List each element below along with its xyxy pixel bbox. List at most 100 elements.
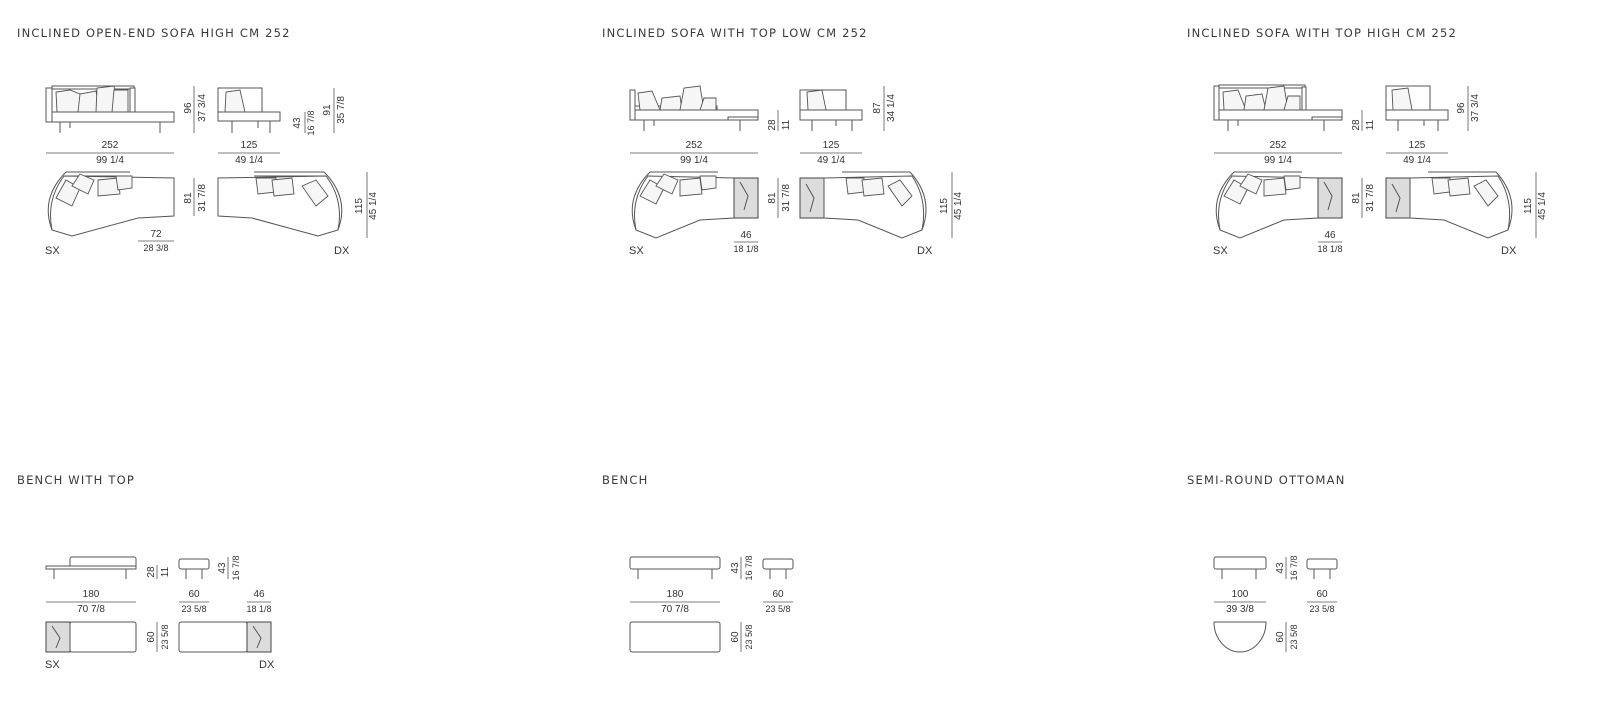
dim-widths: 252 99 1/4 125 49 1/4 (630, 140, 862, 166)
dim-w3i: 18 1/8 (246, 604, 271, 614)
dim-h1i: 11 (781, 119, 792, 130)
dim-w2i: 23 5/8 (181, 604, 206, 614)
sofa-front-view-left (1213, 84, 1343, 131)
sofa-plan-sx: SX (629, 171, 759, 257)
dim-d1i: 31 7/8 (1365, 184, 1376, 212)
dim-h1i: 16 7/8 (1289, 555, 1299, 580)
dim-d3: 115 (354, 198, 365, 214)
dim-d1: 81 (767, 192, 778, 204)
panel-sofa-top-high: 28 11 96 37 3/4 252 99 1/4 125 49 1/4 SX (1213, 84, 1548, 257)
dim-h1: 96 (183, 102, 194, 114)
bench-plan-sx: SX (45, 621, 137, 671)
sofa-plan-sx: SX (1213, 171, 1343, 257)
dim-w2: 125 (1409, 140, 1426, 151)
dim-d3i: 45 1/4 (953, 192, 964, 220)
ottoman-side-view (1306, 558, 1338, 579)
bench-plan-dx: DX (178, 621, 275, 671)
dim-h1: 28 (767, 119, 778, 131)
ottoman-front-view (1213, 556, 1267, 579)
dim-d2: 72 (150, 229, 162, 240)
dim-d1i: 31 7/8 (781, 184, 792, 212)
dim-h1: 28 (146, 566, 157, 578)
dim-h2i: 16 7/8 (231, 555, 241, 580)
bench-front-view (45, 556, 137, 579)
dim-h2: 43 (292, 117, 303, 129)
panel-bench-with-top: 28 11 43 16 7/8 180 70 7/8 60 23 5/8 46 … (45, 555, 275, 671)
dim-d3i: 45 1/4 (368, 192, 379, 220)
dim-d1: 81 (183, 192, 194, 204)
dim-h1: 28 (1351, 119, 1362, 131)
dim-h2i: 34 1/4 (886, 94, 897, 122)
dim-w1i: 70 7/8 (77, 604, 105, 615)
dim-h1: 43 (730, 562, 741, 574)
dim-heights: 43 16 7/8 (730, 555, 754, 580)
sofa-side-view (1385, 85, 1449, 131)
dim-depths: 81 31 7/8 46 18 1/8 115 45 1/4 (733, 172, 964, 254)
dim-w1: 252 (686, 140, 703, 151)
dim-w1: 180 (83, 589, 100, 600)
dim-h3: 91 (322, 104, 333, 116)
dim-h1: 43 (1275, 562, 1286, 574)
dim-d1: 60 (146, 631, 157, 643)
dim-widths: 252 99 1/4 125 49 1/4 (1214, 140, 1448, 166)
bench-front-view (629, 556, 721, 579)
dim-d3: 115 (939, 198, 950, 214)
sofa-side-view (799, 89, 863, 131)
dim-w3: 46 (253, 589, 265, 600)
dim-heights: 28 11 43 16 7/8 (146, 555, 241, 580)
label-sx: SX (45, 245, 60, 257)
dim-w2: 125 (241, 140, 258, 151)
dim-h1i: 16 7/8 (744, 555, 754, 580)
sofa-plan-dx: DX (217, 171, 350, 257)
dim-h2i: 16 7/8 (306, 110, 316, 135)
label-sx: SX (1213, 245, 1228, 257)
bench-side-view (178, 558, 210, 579)
dim-d1i: 23 5/8 (160, 624, 170, 649)
dim-w2: 60 (188, 589, 200, 600)
dim-depths: 81 31 7/8 72 28 3/8 115 45 1/4 (138, 172, 379, 253)
dim-w2: 60 (772, 589, 784, 600)
dim-h2i: 37 3/4 (1470, 94, 1481, 122)
dim-d3i: 45 1/4 (1537, 192, 1548, 220)
dim-h2: 96 (1456, 102, 1467, 114)
dim-w1: 252 (102, 140, 119, 151)
title-sofa-top-low: INCLINED SOFA WITH TOP LOW CM 252 (602, 26, 868, 40)
dim-h1i: 11 (1365, 119, 1376, 130)
dim-h1i: 37 3/4 (197, 94, 208, 122)
dim-h3i: 35 7/8 (336, 96, 347, 124)
panel-sofa-top-low: 28 11 87 34 1/4 252 99 1/4 125 49 1/4 SX (629, 85, 964, 257)
panel-open-end-sofa: 96 37 3/4 43 16 7/8 91 35 7/8 252 99 1/4… (45, 85, 379, 257)
panel-bench: 43 16 7/8 180 70 7/8 60 23 5/8 60 23 5/8 (629, 555, 794, 653)
dim-d1: 60 (730, 631, 741, 643)
dim-w1i: 99 1/4 (96, 155, 124, 166)
sofa-front-view-left (629, 85, 759, 131)
label-dx: DX (917, 245, 933, 257)
label-dx: DX (259, 659, 275, 671)
dim-w2: 125 (823, 140, 840, 151)
dim-d2i: 28 3/8 (143, 243, 168, 253)
dim-depths: 81 31 7/8 46 18 1/8 115 45 1/4 (1317, 172, 1548, 254)
title-sofa-top-high: INCLINED SOFA WITH TOP HIGH CM 252 (1187, 26, 1458, 40)
dim-heights: 28 11 96 37 3/4 (1351, 86, 1481, 131)
dim-h2: 87 (872, 102, 883, 114)
sofa-plan-dx: DX (1385, 171, 1517, 257)
dim-w1i: 99 1/4 (680, 155, 708, 166)
title-bench-with-top: BENCH WITH TOP (17, 473, 135, 487)
dim-d1: 81 (1351, 192, 1362, 204)
sofa-plan-sx: SX (45, 171, 175, 257)
dim-w2i: 49 1/4 (1403, 155, 1431, 166)
dim-heights: 28 11 87 34 1/4 (767, 86, 897, 131)
dim-depths: 60 23 5/8 (146, 622, 170, 652)
dim-w1: 252 (1270, 140, 1287, 151)
dim-d1: 60 (1275, 631, 1286, 643)
title-open-end-sofa: INCLINED OPEN-END SOFA HIGH CM 252 (17, 26, 291, 40)
dim-heights: 96 37 3/4 43 16 7/8 91 35 7/8 (183, 86, 347, 136)
title-bench: BENCH (602, 473, 649, 487)
dim-d1i: 23 5/8 (1289, 624, 1299, 649)
dim-w2i: 49 1/4 (235, 155, 263, 166)
dim-w1i: 70 7/8 (661, 604, 689, 615)
dim-d2: 46 (740, 230, 752, 241)
dim-heights: 43 16 7/8 (1275, 555, 1299, 580)
bench-side-view (762, 558, 794, 579)
dim-widths: 180 70 7/8 60 23 5/8 46 18 1/8 (46, 589, 272, 615)
